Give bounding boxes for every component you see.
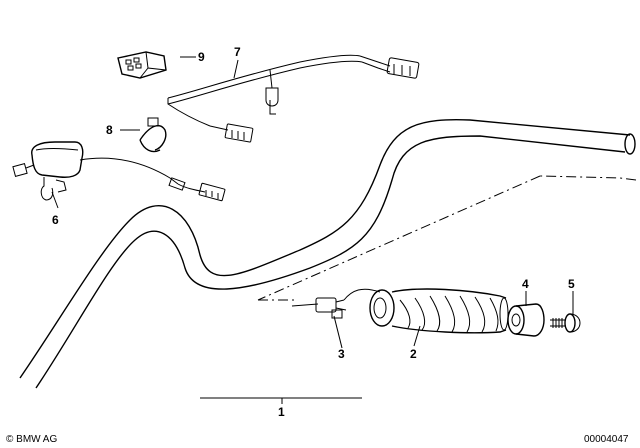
connector-part-9 (117, 51, 167, 79)
callout-2: 2 (410, 347, 417, 361)
switch-housing (12, 141, 226, 202)
copyright-text: © BMW AG (6, 434, 57, 445)
drawing-number: 00004047 (584, 434, 629, 445)
callout-5: 5 (568, 277, 575, 291)
handlebar (19, 118, 637, 389)
callout-6: 6 (52, 213, 59, 227)
heated-grip (369, 288, 509, 334)
cable-clip (139, 117, 167, 153)
callout-3: 3 (338, 347, 345, 361)
callout-9: 9 (198, 50, 205, 64)
callout-4: 4 (522, 277, 529, 291)
callout-8: 8 (106, 123, 113, 137)
screw (550, 313, 581, 333)
callout-1: 1 (278, 405, 285, 419)
bar-end-weight (507, 303, 545, 337)
callout-7: 7 (234, 45, 241, 59)
leader-lines (51, 56, 574, 404)
connector-part-3 (291, 288, 381, 319)
wiring-harness (167, 54, 420, 143)
